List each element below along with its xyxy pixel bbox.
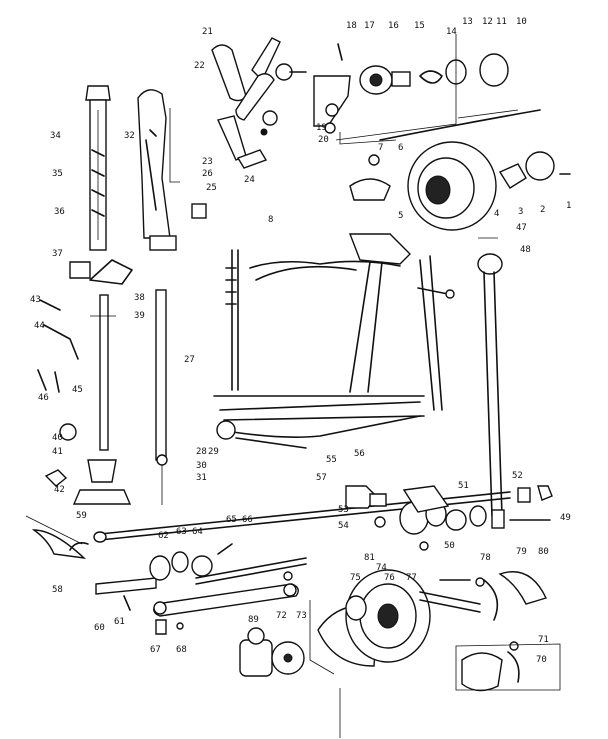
part-number-label: 23 — [202, 157, 213, 167]
part-number-label: 18 — [346, 21, 357, 31]
part-number-label: 66 — [242, 515, 253, 525]
part-number-label: 15 — [414, 21, 425, 31]
part-number-label: 26 — [202, 169, 213, 179]
hook-drive-parts — [31, 529, 307, 635]
part-number-label: 17 — [364, 21, 375, 31]
bobbin-case-parts — [239, 627, 305, 677]
part-number-label: 25 — [206, 183, 217, 193]
part-number-label: 53 — [338, 505, 349, 515]
part-number-label: 22 — [194, 61, 205, 71]
part-number-label: 52 — [512, 471, 523, 481]
part-number-label: 60 — [94, 623, 105, 633]
part-number-label: 67 — [150, 645, 161, 655]
part-number-label: 12 — [482, 17, 493, 27]
part-number-label: 63 — [176, 527, 187, 537]
part-number-label: 32 — [124, 131, 135, 141]
part-number-label: 89 — [248, 615, 259, 625]
part-number-label: 24 — [244, 175, 255, 185]
part-number-label: 43 — [30, 295, 41, 305]
part-number-label: 51 — [458, 481, 469, 491]
part-number-label: 37 — [52, 249, 63, 259]
part-number-label: 40 — [52, 433, 63, 443]
part-number-label: 30 — [196, 461, 207, 471]
upper-linkage — [191, 37, 307, 219]
part-number-label: 8 — [268, 215, 273, 225]
part-number-label: 50 — [444, 541, 455, 551]
part-number-label: 11 — [496, 17, 507, 27]
part-number-label: 45 — [72, 385, 83, 395]
part-number-label: 61 — [114, 617, 125, 627]
part-number-label: 28 — [196, 447, 207, 457]
part-number-label: 70 — [536, 655, 547, 665]
part-number-label: 36 — [54, 207, 65, 217]
rotary-hook-assembly — [317, 569, 547, 692]
part-number-label: 80 — [538, 547, 549, 557]
part-number-label: 78 — [480, 553, 491, 563]
part-number-label: 76 — [384, 573, 395, 583]
part-number-label: 41 — [52, 447, 63, 457]
part-number-label: 7 — [378, 143, 383, 153]
group-brackets — [25, 34, 561, 738]
part-number-label: 59 — [76, 511, 87, 521]
part-number-label: 64 — [192, 527, 203, 537]
part-number-label: 65 — [226, 515, 237, 525]
part-number-label: 1 — [566, 201, 571, 211]
part-number-label: 29 — [208, 447, 219, 457]
part-number-label: 54 — [338, 521, 349, 531]
part-number-label: 38 — [134, 293, 145, 303]
part-number-label: 34 — [50, 131, 61, 141]
part-number-label: 27 — [184, 355, 195, 365]
feed-mechanism-parts — [345, 485, 553, 551]
part-number-label: 46 — [38, 393, 49, 403]
part-number-label: 55 — [326, 455, 337, 465]
part-number-label: 73 — [296, 611, 307, 621]
part-number-label: 79 — [516, 547, 527, 557]
part-number-label: 47 — [516, 223, 527, 233]
part-number-label: 77 — [406, 573, 417, 583]
right-connecting-rod — [477, 237, 551, 529]
bracket-parts-left — [37, 261, 91, 487]
part-number-label: 19 — [316, 123, 327, 133]
part-number-label: 58 — [52, 585, 63, 595]
rocker-arm-post — [137, 89, 177, 505]
part-number-label: 57 — [316, 473, 327, 483]
part-number-label: 6 — [398, 143, 403, 153]
main-frame-linkage — [213, 233, 455, 449]
part-number-label: 14 — [446, 27, 457, 37]
part-number-label: 20 — [318, 135, 329, 145]
part-number-label: 13 — [462, 17, 473, 27]
part-number-label: 21 — [202, 27, 213, 37]
needle-bar-column — [85, 85, 111, 251]
part-number-label: 56 — [354, 449, 365, 459]
part-number-label: 75 — [350, 573, 361, 583]
part-number-label: 35 — [52, 169, 63, 179]
part-number-label: 39 — [134, 311, 145, 321]
part-number-label: 4 — [494, 209, 499, 219]
thread-tension-assembly — [313, 43, 541, 141]
part-number-label: 71 — [538, 635, 549, 645]
presser-bar — [72, 259, 133, 505]
part-number-label: 16 — [388, 21, 399, 31]
hand-wheel-assembly — [349, 141, 571, 231]
part-number-label: 44 — [34, 321, 45, 331]
part-number-label: 10 — [516, 17, 527, 27]
part-number-label: 68 — [176, 645, 187, 655]
part-number-label: 31 — [196, 473, 207, 483]
part-number-label: 74 — [376, 563, 387, 573]
part-number-labels: 1234567810111213141516171819202122232425… — [30, 17, 571, 665]
part-number-label: 72 — [276, 611, 287, 621]
part-number-label: 81 — [364, 553, 375, 563]
part-number-label: 49 — [560, 513, 571, 523]
part-number-label: 3 — [518, 207, 523, 217]
part-number-label: 48 — [520, 245, 531, 255]
part-number-label: 5 — [398, 211, 403, 221]
part-number-label: 2 — [540, 205, 545, 215]
part-number-label: 42 — [54, 485, 65, 495]
part-number-label: 62 — [158, 531, 169, 541]
